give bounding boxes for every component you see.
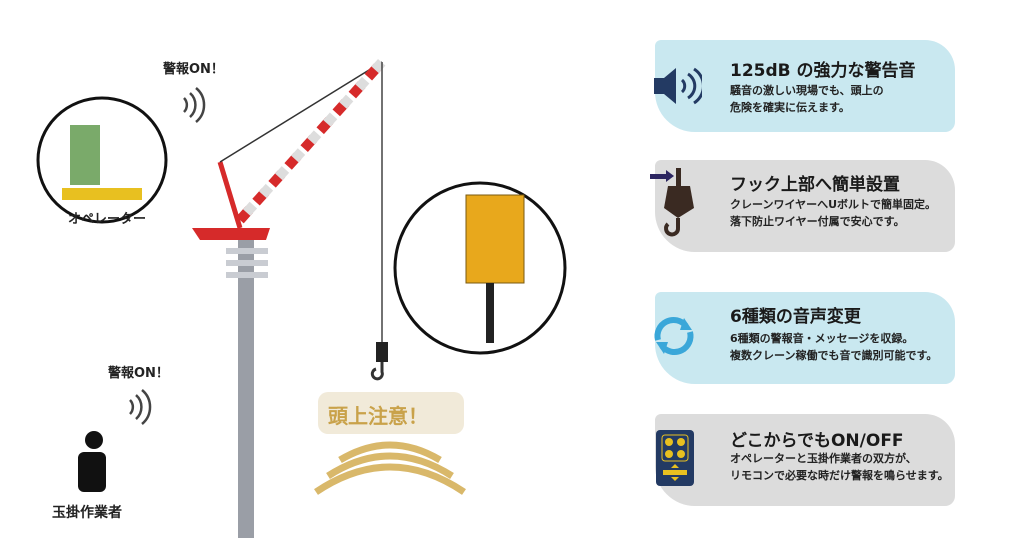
remote-icon: [656, 430, 694, 486]
operator-bubble: [36, 96, 168, 224]
signal-icon: [129, 389, 152, 425]
hook-block: [376, 342, 388, 362]
slinger-label: 玉掛作業者: [52, 505, 122, 521]
hook-icon: [650, 168, 694, 237]
feature-desc: 6種類の警報音・メッセージを収録。複数クレーン稼働でも音で識別可能です。: [730, 332, 938, 362]
slinger-figure: [85, 431, 103, 449]
feature-bg: [655, 160, 955, 252]
refresh-icon: [654, 317, 694, 355]
crane-cab: [192, 228, 270, 240]
feature-title: 125dB の強力な警告音: [730, 61, 916, 81]
feature-bg: [655, 292, 955, 384]
product-image: [465, 194, 525, 284]
signal-icon: [183, 87, 206, 123]
operator-label: オペレーター: [68, 212, 147, 227]
feature-desc: クレーンワイヤーへUボルトで簡単固定。落下防止ワイヤー付属で安心です。: [730, 198, 937, 228]
slinger-alert-text: 警報ON！: [108, 366, 169, 381]
warning-label-bg: [318, 392, 464, 434]
overhead-warning-text: 頭上注意！: [328, 404, 428, 428]
feature-bg: [655, 40, 955, 132]
feature-title: 6種類の音声変更: [730, 307, 861, 327]
feature-desc: オペレーターと玉掛作業者の双方が、リモコンで必要な時だけ警報を鳴らせます。: [730, 452, 949, 482]
feature-desc: 騒音の激しい現場でも、頭上の危険を確実に伝えます。: [730, 84, 884, 114]
feature-bg: [655, 414, 955, 506]
crane-mast: [238, 240, 254, 538]
operator-alert-text: 警報ON！: [163, 62, 224, 77]
feature-title: フック上部へ簡単設置: [730, 175, 900, 195]
feature-title: どこからでもON/OFF: [730, 431, 904, 451]
speaker-icon: [654, 67, 702, 105]
crane-illustration: [36, 58, 567, 538]
